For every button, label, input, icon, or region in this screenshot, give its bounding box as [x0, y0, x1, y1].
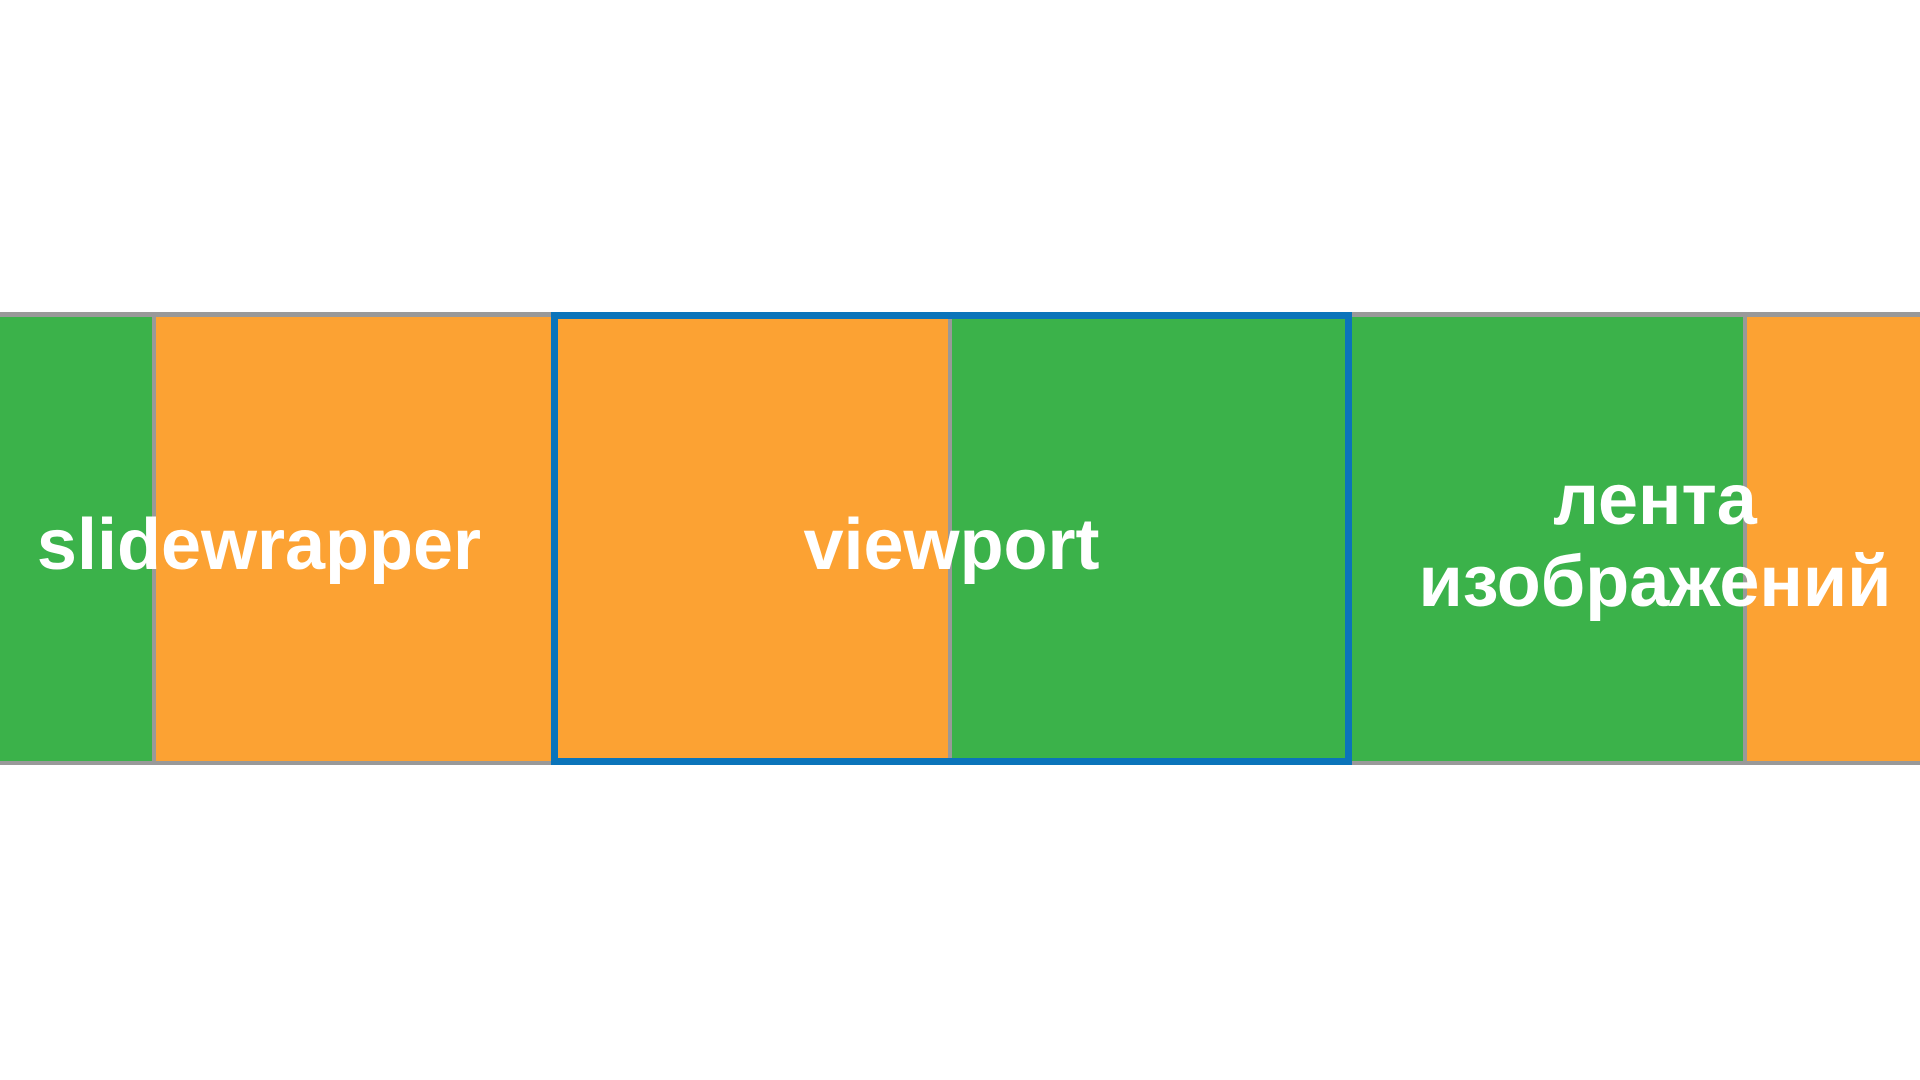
image-strip-label: лента изображений	[1355, 459, 1920, 623]
image-strip-label-line2: изображений	[1418, 542, 1892, 622]
slide-block	[952, 317, 1345, 761]
slide-block	[156, 317, 551, 761]
viewport-outline	[551, 312, 1352, 765]
viewport-label: viewport	[803, 505, 1100, 585]
image-strip-label-line1: лента	[1553, 460, 1757, 540]
slide-block	[558, 317, 948, 761]
slidewrapper-label: slidewrapper	[36, 505, 482, 585]
image-strip-band	[0, 312, 1920, 765]
slide-block	[1747, 317, 1920, 761]
slide-block	[1352, 317, 1743, 761]
slide-block	[0, 317, 152, 761]
